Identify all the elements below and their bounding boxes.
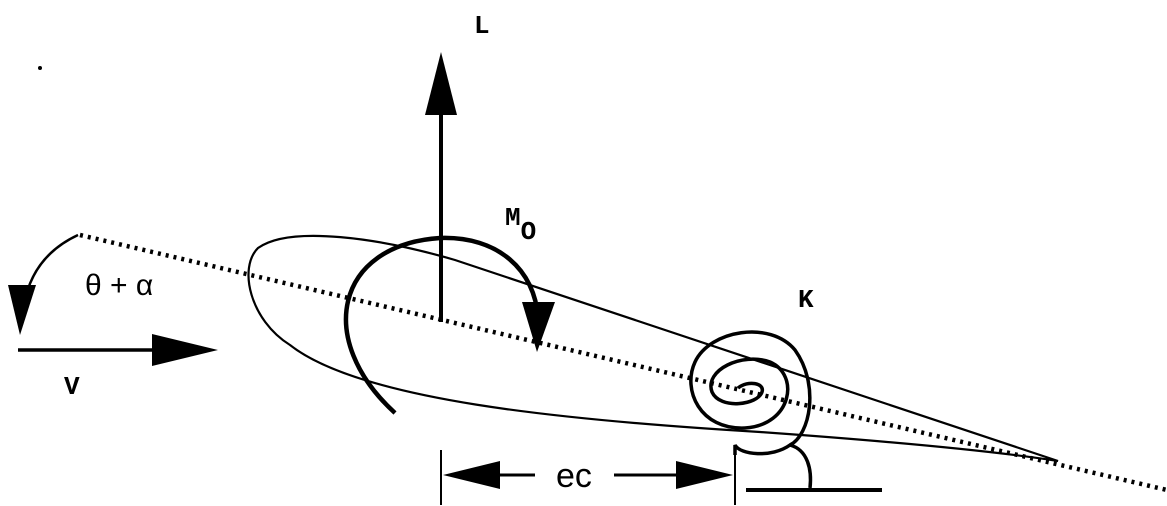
velocity-arrow — [18, 334, 218, 366]
stray-dot — [38, 66, 42, 70]
velocity-label: V — [64, 372, 80, 402]
angle-label: θ + α — [85, 269, 153, 302]
moment-label-subscript: O — [521, 217, 537, 247]
torsion-spring — [689, 330, 882, 492]
moment-label-main: M — [505, 203, 521, 233]
angle-arrow — [8, 233, 79, 335]
lift-arrow — [425, 52, 457, 322]
offset-label: ec — [556, 457, 592, 495]
airfoil-outline — [247, 234, 1059, 463]
lift-label: L — [474, 11, 490, 41]
moment-label: MO — [505, 203, 536, 247]
spring-label: K — [798, 285, 814, 315]
chord-line — [79, 232, 1167, 493]
moment-arrow — [343, 235, 555, 415]
offset-dimension — [440, 450, 736, 505]
